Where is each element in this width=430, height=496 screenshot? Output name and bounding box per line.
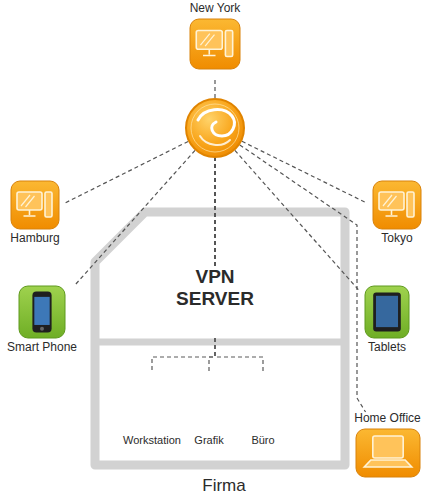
vpn-link [215, 128, 367, 266]
screen-glare [21, 195, 35, 207]
company-building: VPN SERVER Workstation Grafik BüroFirma [88, 200, 360, 496]
internet-hub [186, 99, 244, 157]
phone-button [40, 327, 44, 331]
pc-tower [45, 192, 52, 217]
device-label: Tablets [368, 341, 406, 355]
icon-tile [19, 286, 65, 338]
building-wall [95, 212, 345, 465]
monitor-screen [379, 192, 404, 210]
pc-tower [225, 30, 232, 56]
tablet-screen [376, 296, 398, 327]
device-label: Smart Phone [7, 341, 77, 355]
screen-glare [383, 195, 397, 207]
monitor-stand [24, 210, 36, 216]
laptop-base [364, 460, 412, 467]
vpn-link [215, 128, 366, 412]
device-label: Hamburg [10, 232, 59, 246]
connector-group [65, 78, 367, 412]
building-label: Firma [202, 476, 245, 496]
pc-icon [10, 180, 60, 230]
device-label: Workstation [123, 434, 181, 447]
vpn-link [75, 128, 215, 285]
network-device: New York [178, 2, 252, 78]
monitor-stand [203, 49, 215, 55]
network-device: Tablets [360, 285, 414, 359]
icon-tile [11, 181, 59, 229]
network-device: Tokyo [367, 180, 427, 256]
lan-link [209, 338, 215, 372]
vpn-link [65, 128, 215, 266]
device-label: New York [190, 2, 241, 16]
hub-ring [191, 104, 239, 152]
vpn-link [215, 128, 360, 292]
device-label: Grafik [194, 434, 223, 447]
device-label: Tokyo [381, 232, 412, 246]
building-outline [88, 200, 360, 496]
tablet-body [373, 293, 401, 332]
monitor-screen [17, 192, 42, 210]
pc-icon [372, 180, 422, 230]
icon-tile [190, 19, 240, 69]
pc-icon [189, 18, 241, 70]
phone-icon [18, 285, 66, 339]
icon-tile [365, 286, 409, 338]
hub-globe [186, 99, 244, 157]
phone-body [32, 291, 51, 332]
monitor-screen [196, 30, 222, 49]
network-device: Smart Phone [2, 285, 82, 359]
icon-tile [356, 429, 420, 477]
device-label: Home Office [354, 412, 420, 426]
tablet-icon [364, 285, 410, 339]
hub-swirl [200, 136, 230, 145]
server-heading: VPN SERVER [160, 266, 270, 310]
phone-screen [34, 297, 49, 325]
lan-link [152, 338, 215, 372]
lan-link [215, 338, 263, 372]
building-floor [95, 339, 345, 346]
hub-swirl [198, 110, 234, 136]
icon-tile [373, 181, 421, 229]
network-device: Hamburg [5, 180, 65, 256]
pc-tower [407, 192, 414, 217]
monitor-stand [386, 210, 398, 216]
laptop-icon [355, 428, 421, 478]
screen-glare [200, 33, 214, 45]
vpn-link [214, 78, 215, 266]
device-label: Büro [251, 434, 274, 447]
network-device: Home Office [345, 412, 430, 484]
laptop-screen [372, 436, 402, 458]
